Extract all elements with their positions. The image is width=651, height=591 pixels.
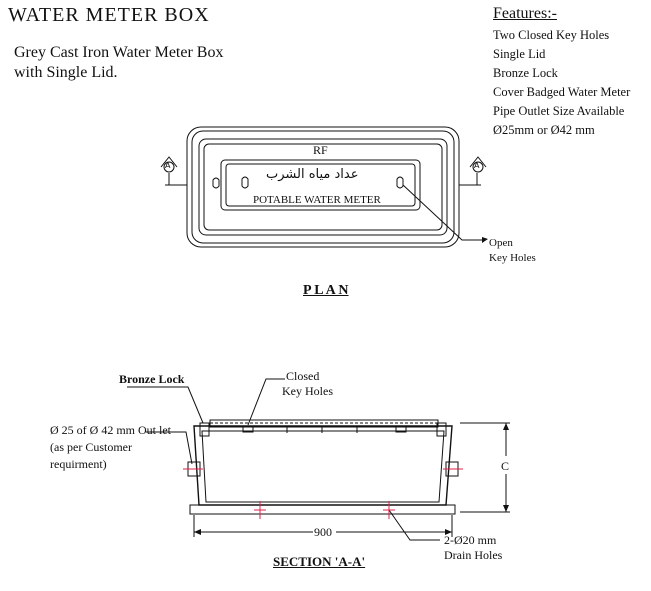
plan-outer-frame xyxy=(186,126,460,248)
feature-item: Cover Badged Water Meter xyxy=(493,85,631,99)
dim-c-arrow-top xyxy=(503,423,509,430)
section-body-inner xyxy=(201,430,445,503)
open-key-holes-leader xyxy=(402,184,485,241)
plan-badge-outer xyxy=(220,159,421,211)
arabic-badge-text: عداد مياه الشرب xyxy=(266,167,359,182)
key-hole-left-icon xyxy=(212,177,220,189)
outlet-leader xyxy=(146,431,193,465)
section-lock-right xyxy=(436,422,447,437)
english-badge-text: POTABLE WATER METER xyxy=(253,194,381,206)
plan-badge-inner xyxy=(225,163,416,207)
closed-key-holes-label-line-2: Key Holes xyxy=(282,384,333,398)
open-key-holes-label-line-1: Open xyxy=(489,237,513,249)
width-dim-label: 900 xyxy=(314,525,332,539)
drain-note-line-1: 2-Ø20 mm xyxy=(444,533,497,547)
feature-item: Single Lid xyxy=(493,47,546,61)
feature-item: Bronze Lock xyxy=(493,66,558,80)
dim-c-arrow-bottom xyxy=(503,505,509,512)
open-key-holes-arrowhead xyxy=(482,237,488,243)
subtitle-line-2: with Single Lid. xyxy=(14,64,118,81)
drain-holes-leader xyxy=(388,509,440,541)
drain-note-line-2: Drain Holes xyxy=(444,548,503,562)
section-key-hole-left xyxy=(242,426,254,433)
feature-item: Pipe Outlet Size Available xyxy=(493,104,625,118)
features-heading: Features:- xyxy=(493,5,557,22)
subtitle-line-1: Grey Cast Iron Water Meter Box xyxy=(14,44,224,61)
section-arrow-left-icon xyxy=(160,156,178,168)
dim-900-arrow-right xyxy=(445,529,452,535)
dim-900-arrow-left xyxy=(194,529,201,535)
feature-item: Two Closed Key Holes xyxy=(493,28,610,42)
section-marker-left-label: A xyxy=(165,161,171,170)
closed-key-holes-leader xyxy=(247,378,285,426)
plan-lid-inner-edge xyxy=(203,143,443,231)
section-marker-right-circle xyxy=(472,161,484,173)
section-label: SECTION 'A-A' xyxy=(273,554,366,569)
section-lock-left xyxy=(199,422,210,437)
outlet-note-line-2: (as per Customer xyxy=(50,440,132,454)
key-hole-badge-right-icon xyxy=(396,176,404,189)
key-hole-badge-left-icon xyxy=(241,176,249,189)
lid-mark-rf: RF xyxy=(313,143,328,157)
bronze-lock-label: Bronze Lock xyxy=(119,372,185,386)
plan-frame-inner-edge xyxy=(191,130,455,244)
bronze-lock-leader xyxy=(127,386,204,424)
closed-key-holes-label-line-1: Closed xyxy=(286,369,320,383)
section-arrow-right-icon xyxy=(469,156,487,168)
section-marker-right-label: A xyxy=(474,161,480,170)
outlet-note-line-3: requirment) xyxy=(50,457,107,471)
section-marker-left-circle xyxy=(163,161,175,173)
section-key-hole-right xyxy=(395,426,407,433)
open-key-holes-label-line-2: Key Holes xyxy=(489,252,536,264)
page-title: WATER METER BOX xyxy=(8,4,210,26)
outlet-note-line-1: Ø 25 of Ø 42 mm Out let xyxy=(50,423,171,437)
section-body-outline xyxy=(193,425,453,506)
plan-lid xyxy=(198,138,448,236)
height-dim-label: C xyxy=(501,459,510,473)
section-base-flange xyxy=(189,504,456,515)
plan-label: P L A N xyxy=(303,283,349,298)
feature-item: Ø25mm or Ø42 mm xyxy=(493,123,595,137)
